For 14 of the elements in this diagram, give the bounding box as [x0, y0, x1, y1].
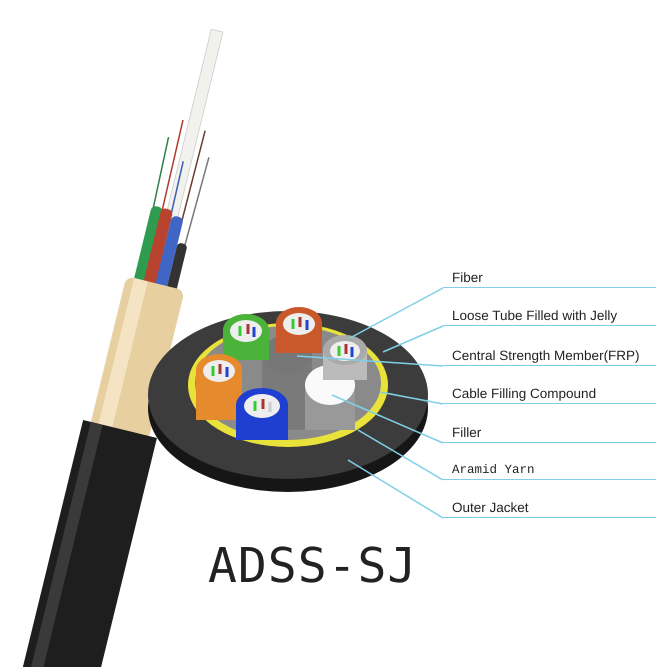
part-label: Outer Jacket: [452, 500, 529, 515]
part-label: Filler: [452, 425, 482, 440]
part-label: Aramid Yarn: [452, 463, 535, 477]
part-label: Cable Filling Compound: [452, 386, 596, 401]
leader-line: [296, 355, 444, 367]
leader-line: [350, 287, 444, 339]
cable-model-title: ADSS-SJ: [208, 538, 418, 594]
part-label: Fiber: [452, 270, 483, 285]
leader-line: [382, 325, 444, 353]
leader-line: [358, 429, 444, 481]
leader-line: [332, 394, 444, 444]
part-label: Loose Tube Filled with Jelly: [452, 308, 618, 323]
part-label: Central Strength Member(FRP): [452, 348, 640, 363]
leader-line: [348, 459, 444, 519]
